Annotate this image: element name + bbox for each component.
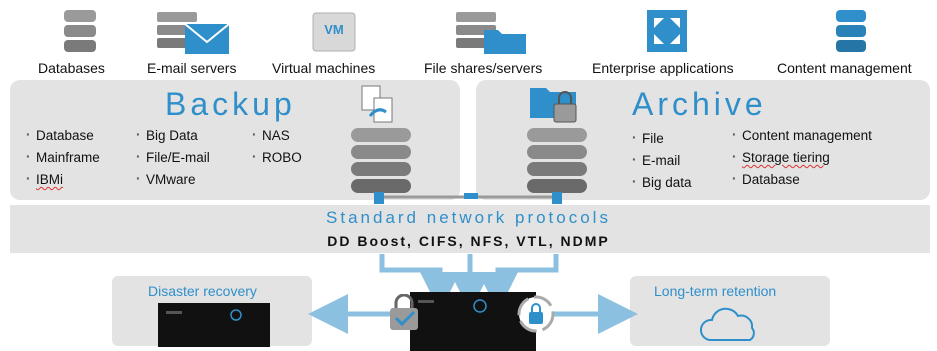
secure-check-icon — [390, 294, 418, 330]
backup-server-icon — [351, 85, 411, 193]
backup-item: Database — [26, 127, 94, 143]
protocols-list: DD Boost, CIFS, NFS, VTL, NDMP — [327, 233, 610, 249]
archive-title: Archive — [632, 86, 767, 122]
backup-item: ROBO — [252, 149, 302, 165]
backup-item: IBMi — [26, 171, 63, 187]
central-appliance-icon — [410, 292, 536, 351]
backup-item: NAS — [252, 127, 290, 143]
long-term-retention-label: Long-term retention — [654, 283, 777, 299]
long-term-retention-box — [630, 276, 830, 346]
enterprise-apps-icon — [647, 10, 687, 52]
archive-item: Content management — [732, 127, 872, 143]
protocols-title: Standard network protocols — [326, 208, 611, 227]
vm-icon-text: VM — [324, 22, 344, 37]
disaster-recovery-label: Disaster recovery — [148, 283, 257, 299]
source-label-content-management: Content management — [777, 60, 912, 76]
network-connector — [374, 192, 562, 204]
archive-item: Database — [732, 171, 800, 187]
disaster-recovery-appliance-icon — [158, 303, 270, 347]
source-label-file-shares: File shares/servers — [424, 60, 543, 76]
sync-lock-icon — [517, 295, 555, 333]
archive-item: File — [632, 130, 664, 146]
backup-item: File/E-mail — [136, 149, 210, 165]
flow-arrows — [308, 254, 638, 334]
protocols-band — [10, 205, 930, 253]
backup-title: Backup — [165, 86, 296, 122]
source-label-enterprise-apps: Enterprise applications — [592, 60, 734, 76]
vm-icon — [312, 12, 356, 52]
backup-item: Mainframe — [26, 149, 100, 165]
email-server-icon — [157, 12, 230, 54]
source-label-virtual-machines: Virtual machines — [272, 60, 376, 76]
source-label-email-servers: E-mail servers — [147, 60, 237, 76]
source-label-databases: Databases — [38, 60, 105, 76]
backup-item: Big Data — [136, 127, 198, 143]
archive-item: E-mail — [632, 152, 680, 168]
content-database-icon — [836, 10, 866, 52]
cloud-icon — [700, 307, 755, 341]
backup-item: VMware — [136, 171, 195, 187]
file-share-server-icon — [456, 12, 526, 54]
archive-item: Storage tiering — [732, 149, 830, 165]
archive-server-icon — [527, 88, 587, 193]
database-stack-icon — [64, 10, 96, 52]
archive-item: Big data — [632, 174, 691, 190]
